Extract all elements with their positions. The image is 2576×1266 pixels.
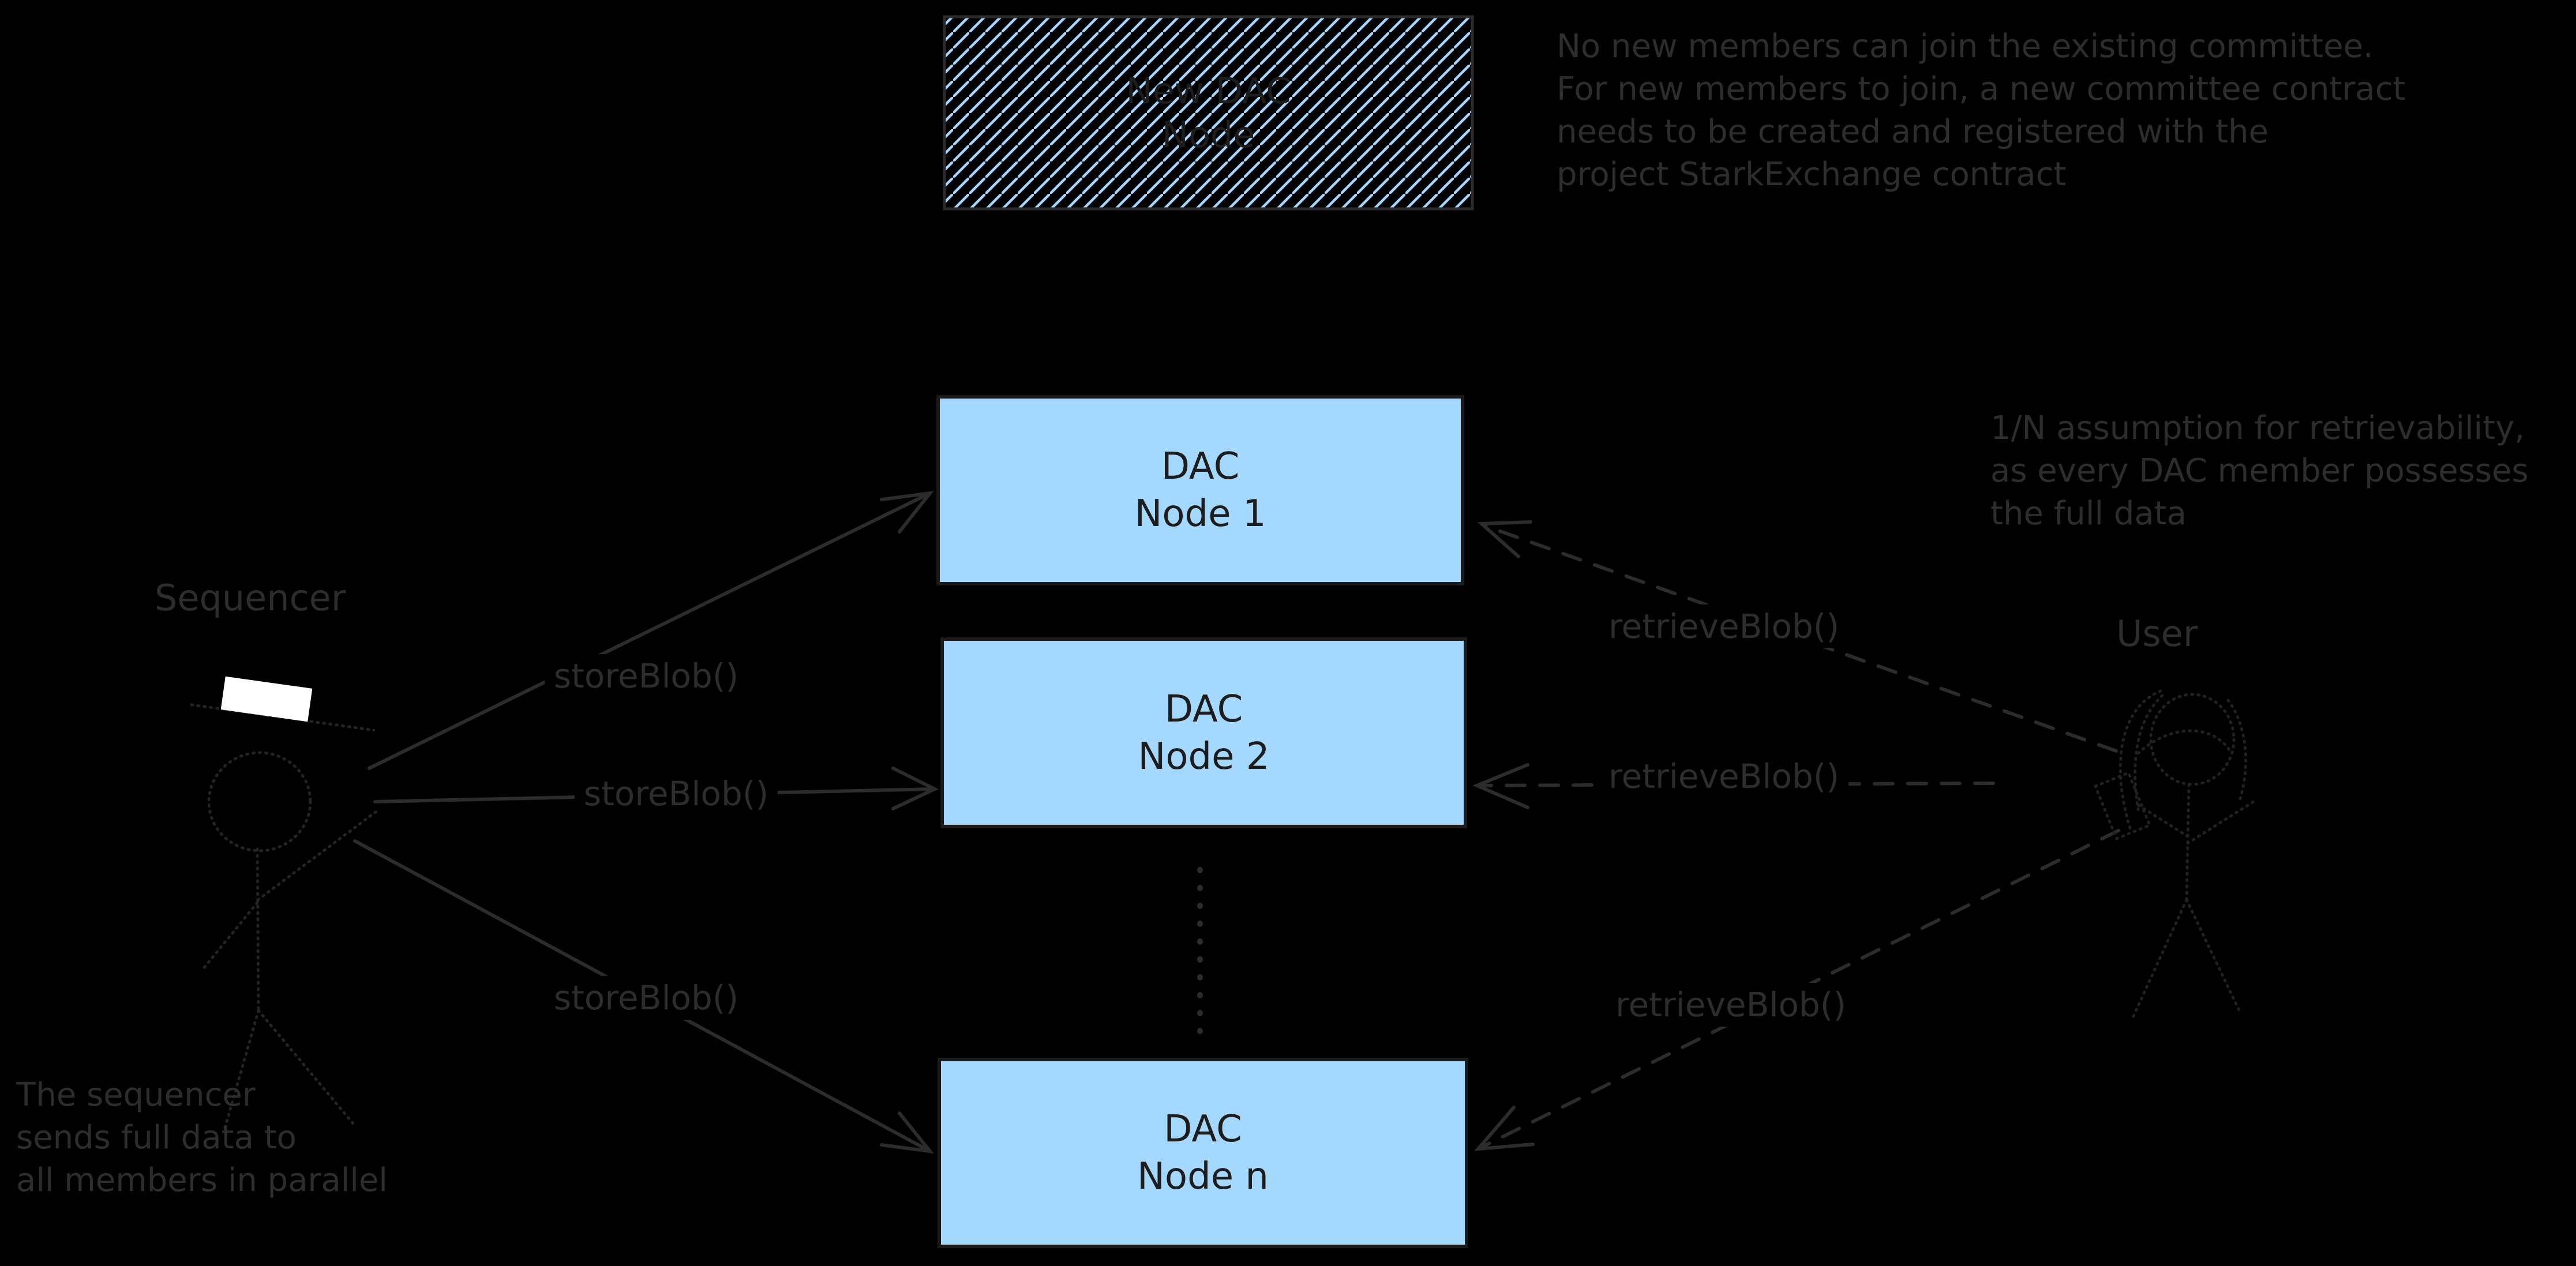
note-sequencer-parallel: The sequencer sends full data to all mem… (16, 1076, 388, 1199)
note-committee-registration: No new members can join the existing com… (1557, 28, 2406, 193)
note-retrievability-assumption: 1/N assumption for retrievability, as ev… (1990, 410, 2529, 532)
sequencer-label: Sequencer (155, 577, 346, 619)
store-blob-label-3: storeBlob() (544, 976, 748, 1020)
user-phone (2093, 771, 2152, 841)
dac-node-1-box: DAC Node 1 (936, 395, 1464, 585)
dac-node-2-box: DAC Node 2 (940, 637, 1467, 828)
sequencer-hat (220, 676, 313, 722)
store-blob-label-2: storeBlob() (574, 772, 778, 816)
retrieve-blob-label-1: retrieveBlob() (1599, 604, 1849, 648)
store-blob-label-1: storeBlob() (544, 654, 748, 698)
user-figure-icon (2093, 689, 2255, 1020)
store-blob-arrows (353, 491, 939, 1154)
retrieve-blob-label-3: retrieveBlob() (1606, 983, 1856, 1027)
retrieve-blob-label-2: retrieveBlob() (1599, 754, 1849, 798)
new-dac-node-label: New DAC Node (1126, 69, 1291, 156)
user-label: User (2116, 613, 2198, 655)
sequencer-figure-icon (190, 676, 380, 1133)
dac-node-n-box: DAC Node n (938, 1058, 1468, 1248)
new-dac-node-hatched-box (943, 15, 1474, 211)
